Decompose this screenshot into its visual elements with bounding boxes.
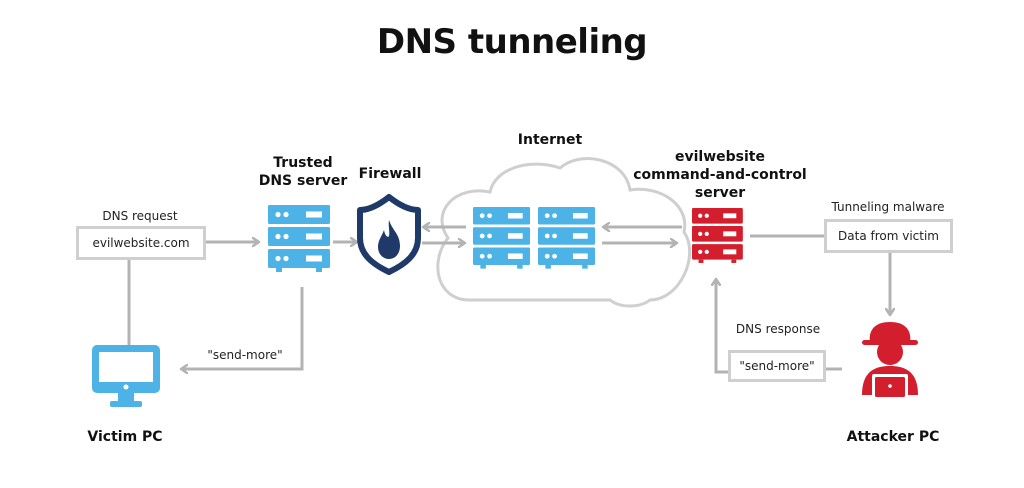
flame-icon (378, 220, 400, 259)
connector-dns-to-victim (182, 287, 304, 369)
victim-pc-label: Victim PC (87, 429, 163, 445)
trusted-dns-label: Trusted DNS server (248, 154, 358, 190)
dns-response-box: "send-more" (728, 350, 826, 382)
attacker-hacker-icon (862, 322, 918, 397)
trusted-dns-server-icon (268, 205, 330, 272)
c2-server-label: evilwebsite command-and-control server (630, 148, 810, 202)
trusted-dns-label-line2: DNS server (258, 173, 348, 189)
tunneling-malware-caption: Tunneling malware (831, 200, 945, 214)
internet-server-left-icon (473, 207, 531, 269)
dns-request-box: evilwebsite.com (76, 226, 206, 260)
victim-response-content: "send-more" (207, 348, 283, 362)
dns-request-content: evilwebsite.com (92, 236, 190, 250)
internet-server-right-icon (538, 207, 596, 269)
attacker-pc-label: Attacker PC (846, 429, 940, 445)
internet-label: Internet (517, 132, 583, 148)
dns-response-caption: DNS response (735, 322, 821, 336)
tunneling-malware-content: Data from victim (838, 229, 939, 243)
c2-server-icon (692, 208, 743, 263)
dns-response-content: "send-more" (739, 359, 815, 373)
c2-label-line1: evilwebsite (675, 149, 765, 165)
dns-request-caption: DNS request (102, 209, 178, 223)
firewall-shield-icon (357, 194, 421, 275)
c2-label-line2: command-and-control (633, 167, 807, 183)
diagram-title: DNS tunneling (376, 22, 648, 62)
c2-label-line3: server (694, 185, 746, 201)
internet-cloud-icon (436, 157, 692, 308)
firewall-label: Firewall (358, 166, 422, 182)
victim-monitor-icon (92, 345, 160, 407)
connector-response-to-c2 (716, 280, 728, 374)
trusted-dns-label-line1: Trusted (273, 155, 333, 171)
tunneling-malware-box: Data from victim (824, 219, 953, 253)
